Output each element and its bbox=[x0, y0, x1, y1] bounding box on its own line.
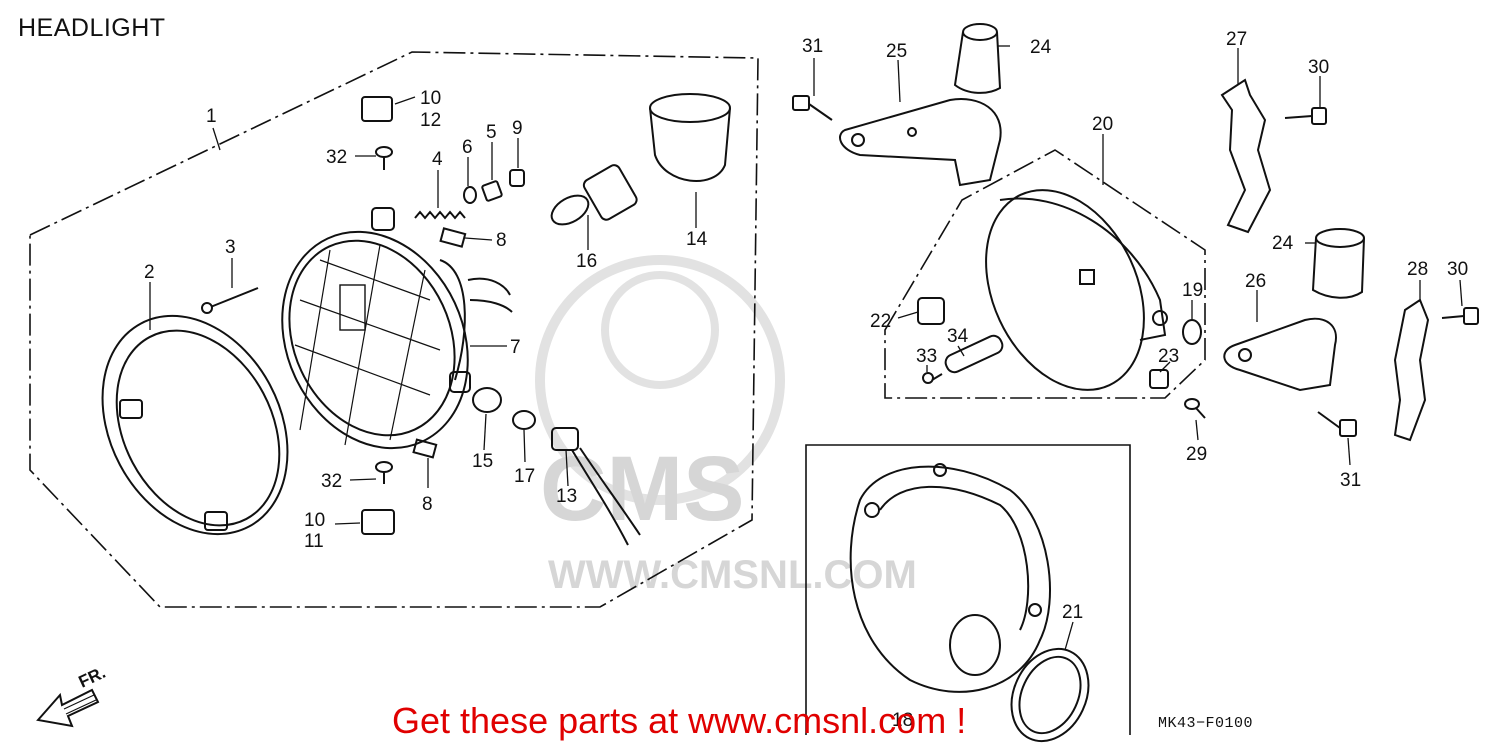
damper-rubber-lower bbox=[1311, 228, 1365, 299]
callout-29: 29 bbox=[1186, 444, 1207, 465]
callout-4: 4 bbox=[432, 149, 443, 170]
callout-27: 27 bbox=[1226, 29, 1247, 50]
assembly-frame-alt-case bbox=[805, 444, 1131, 735]
washer bbox=[463, 186, 477, 204]
wire-clamp bbox=[917, 297, 945, 325]
callout-32-lower: 32 bbox=[321, 471, 342, 492]
nut-clip-upper bbox=[361, 96, 393, 122]
callout-8-lower: 8 bbox=[422, 494, 433, 515]
callout-33: 33 bbox=[916, 346, 937, 367]
headlight-rim bbox=[101, 314, 289, 536]
wire-guide bbox=[944, 334, 1004, 374]
headlight-stay-left bbox=[839, 98, 1002, 187]
promo-text: Get these parts at www.cmsnl.com ! bbox=[392, 700, 967, 741]
clip-lower bbox=[412, 438, 438, 459]
callout-15: 15 bbox=[472, 451, 493, 472]
callout-1: 1 bbox=[206, 106, 217, 127]
callout-21: 21 bbox=[1062, 602, 1083, 623]
small-screw bbox=[922, 372, 943, 384]
headlight-case bbox=[985, 189, 1168, 391]
headlight-unit bbox=[281, 207, 513, 450]
collar-nut bbox=[1149, 369, 1169, 389]
bolt-upper-right bbox=[1284, 107, 1327, 125]
callout-30-upper: 30 bbox=[1308, 57, 1329, 78]
screw bbox=[201, 287, 259, 314]
reflector-bracket-upper bbox=[1220, 78, 1272, 234]
watermark: CMS WWW.CMSNL.COM bbox=[535, 255, 917, 597]
callout-11: 11 bbox=[304, 531, 324, 552]
bolt-upper-left bbox=[792, 95, 833, 121]
callout-17: 17 bbox=[514, 466, 535, 487]
position-bulb bbox=[512, 410, 536, 430]
callout-25: 25 bbox=[886, 41, 907, 62]
callout-5: 5 bbox=[486, 122, 497, 143]
damper-rubber-upper bbox=[953, 23, 1002, 94]
direction-label: FR. bbox=[76, 663, 109, 692]
bolt-lower-right bbox=[1441, 307, 1479, 325]
assembly-frame-case bbox=[884, 149, 1206, 399]
callout-10-lower: 10 bbox=[304, 510, 325, 531]
leader-lines bbox=[149, 45, 1463, 651]
callout-24-lower: 24 bbox=[1272, 233, 1294, 254]
grommet bbox=[472, 387, 502, 413]
page-title: HEADLIGHT bbox=[18, 14, 166, 42]
callout-30-lower: 30 bbox=[1447, 259, 1468, 280]
callout-31-lower: 31 bbox=[1340, 470, 1361, 491]
callout-2: 2 bbox=[144, 262, 155, 283]
callout-19: 19 bbox=[1182, 280, 1203, 301]
bolt-lower-center bbox=[1317, 411, 1357, 437]
callout-labels: 1 2 3 4 5 6 7 8 8 9 10 12 10 11 13 14 15… bbox=[144, 29, 1468, 731]
callout-10-upper: 10 bbox=[420, 88, 441, 109]
callout-6: 6 bbox=[462, 137, 473, 158]
headlight-case-alt bbox=[849, 463, 1051, 693]
callout-20: 20 bbox=[1092, 114, 1113, 135]
adjusting-spring bbox=[414, 210, 466, 220]
callout-24-upper: 24 bbox=[1030, 37, 1052, 58]
diagram-code: MK43−F0100 bbox=[1158, 715, 1254, 732]
collar bbox=[1182, 319, 1202, 345]
callout-12: 12 bbox=[420, 110, 441, 131]
callout-28: 28 bbox=[1407, 259, 1428, 280]
callout-34: 34 bbox=[947, 326, 969, 347]
callout-3: 3 bbox=[225, 237, 236, 258]
reflector-bracket-lower bbox=[1393, 298, 1430, 442]
screw-lower bbox=[375, 461, 393, 484]
headlight-stay-right bbox=[1223, 317, 1337, 392]
callout-32-upper: 32 bbox=[326, 147, 347, 168]
callout-22: 22 bbox=[870, 311, 891, 332]
front-direction-arrow: FR. bbox=[36, 663, 109, 728]
callout-23: 23 bbox=[1158, 346, 1179, 367]
dust-cover bbox=[649, 93, 731, 182]
cap bbox=[509, 169, 525, 187]
callout-7: 7 bbox=[510, 337, 521, 358]
headlight-bulb bbox=[550, 164, 638, 226]
callout-31-upper: 31 bbox=[802, 36, 823, 57]
callout-8-upper: 8 bbox=[496, 230, 507, 251]
clip-upper bbox=[439, 227, 467, 248]
bulb-socket bbox=[551, 427, 641, 546]
watermark-url: WWW.CMSNL.COM bbox=[548, 553, 917, 597]
callout-9: 9 bbox=[512, 118, 523, 139]
callout-26: 26 bbox=[1245, 271, 1266, 292]
assembly-frame-headlight bbox=[29, 51, 759, 608]
screw-upper bbox=[375, 146, 393, 170]
case-ring bbox=[1010, 647, 1090, 743]
callout-18: 18 bbox=[892, 710, 913, 731]
callout-13: 13 bbox=[556, 486, 577, 507]
callout-16: 16 bbox=[576, 251, 597, 272]
bolt-29 bbox=[1184, 398, 1206, 419]
nut-clip-lower bbox=[361, 509, 395, 535]
nut bbox=[481, 180, 503, 202]
callout-14: 14 bbox=[686, 229, 708, 250]
